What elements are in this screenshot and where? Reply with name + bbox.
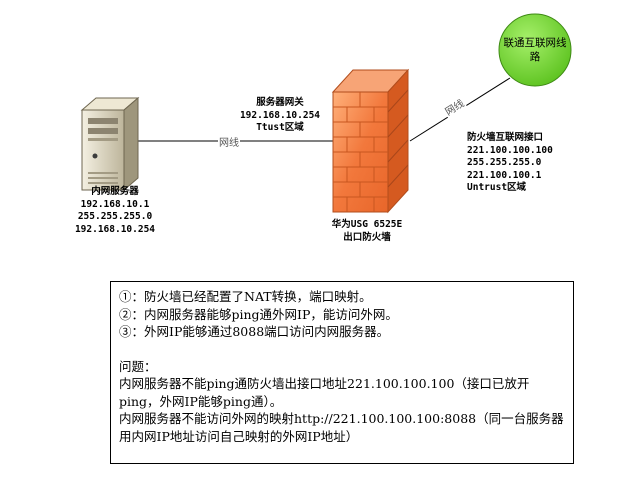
firewall-role: 出口防火墙 bbox=[343, 231, 391, 243]
server-ip: 192.168.10.1 bbox=[80, 198, 150, 210]
question-2: 内网服务器不能访问外网的映射http://221.100.100.100:808… bbox=[119, 411, 564, 444]
isp-label: 联通互联网线 路 bbox=[499, 36, 571, 64]
isp-line2: 路 bbox=[529, 51, 541, 63]
wan-ip: 221.100.100.100 bbox=[467, 144, 553, 156]
server-title: 内网服务器 bbox=[91, 186, 139, 197]
isp-line1: 联通互联网线 bbox=[503, 37, 567, 49]
wan-title: 防火墙互联网接口 bbox=[467, 132, 544, 143]
gateway-ip: 192.168.10.254 bbox=[239, 109, 321, 121]
server-icon bbox=[80, 96, 140, 192]
question-1: 内网服务器不能ping通防火墙出接口地址221.100.100.100（接口已放… bbox=[119, 376, 530, 409]
server-gateway: 192.168.10.254 bbox=[74, 223, 156, 235]
gateway-title: 服务器网关 bbox=[256, 97, 304, 108]
lan-link-label: 网线 bbox=[218, 134, 240, 149]
wan-interface-label: 防火墙互联网接口 221.100.100.100 255.255.255.0 2… bbox=[467, 132, 553, 195]
notes-box: ①：防火墙已经配置了NAT转换，端口映射。 ②：内网服务器能够ping通外网IP… bbox=[110, 281, 574, 464]
note-item-2: ②：内网服务器能够ping通外网IP，能访问外网。 bbox=[119, 306, 398, 322]
firewall-model: 华为USG 6525E bbox=[331, 219, 403, 230]
gateway-zone: Ttust区域 bbox=[256, 122, 304, 133]
gateway-label: 服务器网关 192.168.10.254 Ttust区域 bbox=[228, 97, 332, 135]
firewall-icon bbox=[331, 68, 410, 214]
note-item-1: ①：防火墙已经配置了NAT转换，端口映射。 bbox=[119, 289, 372, 304]
wan-mask: 255.255.255.0 bbox=[467, 157, 542, 168]
server-mask: 255.255.255.0 bbox=[77, 211, 153, 222]
isp-circle-icon bbox=[498, 13, 572, 87]
wan-gateway: 221.100.100.1 bbox=[467, 169, 542, 181]
wan-zone: Untrust区域 bbox=[467, 182, 527, 193]
server-label: 内网服务器 192.168.10.1 255.255.255.0 192.168… bbox=[70, 186, 160, 236]
question-title: 问题： bbox=[119, 358, 157, 374]
note-item-3: ③：外网IP能够通过8088端口访问内网服务器。 bbox=[119, 324, 390, 339]
firewall-label: 华为USG 6525E 出口防火墙 bbox=[322, 219, 412, 244]
